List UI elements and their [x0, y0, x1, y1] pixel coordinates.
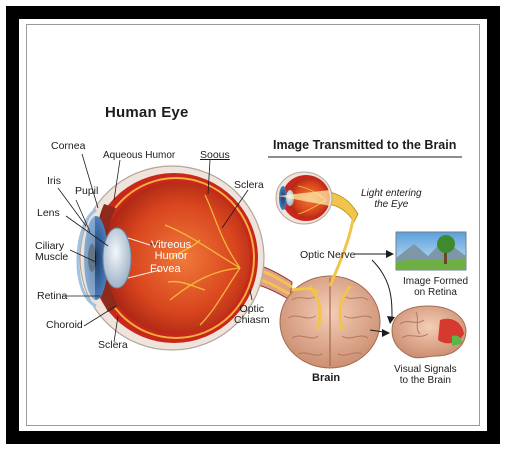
label-aqueous-humor: Aqueous Humor: [103, 150, 176, 161]
lens-body: [102, 227, 132, 289]
label-soous: Soous: [200, 149, 230, 161]
label-lens: Lens: [37, 207, 60, 219]
label-visual-signals: Visual Signals to the Brain: [394, 364, 457, 386]
arrow-heads: [382, 250, 395, 337]
eye-cross-section: [76, 165, 293, 351]
label-sclera-bottom: Sclera: [98, 339, 128, 351]
label-optic-chiasm: Optic Chiasm: [234, 303, 270, 326]
eye-light-rays: [127, 237, 161, 279]
label-optic-nerve: Optic Nerve: [300, 249, 356, 261]
title-human-eye: Human Eye: [105, 104, 189, 121]
label-vitreous-humor: Vitreous Humor: [151, 239, 192, 262]
aqueous-chamber: [82, 214, 95, 302]
brain-illustration: [279, 213, 381, 369]
flow-arrows: [355, 253, 393, 333]
small-eye: [275, 171, 359, 225]
cornea-dome: [76, 208, 97, 308]
title-image-transmitted: Image Transmitted to the Brain: [273, 138, 457, 152]
label-retina: Retina: [37, 290, 68, 302]
label-iris: Iris: [47, 175, 61, 187]
label-fovea: Fovea: [150, 263, 181, 275]
retina-image-landscape: [395, 231, 467, 271]
label-image-formed: Image Formed on Retina: [403, 276, 469, 298]
brain-side-view: [391, 305, 467, 359]
pupil-opening: [88, 244, 96, 272]
retinal-vessels: [164, 194, 241, 326]
label-sclera-top: Sclera: [234, 179, 264, 191]
light-beam: [278, 190, 330, 206]
label-cornea: Cornea: [51, 140, 86, 152]
pointer-lines: [57, 153, 253, 343]
label-choroid: Choroid: [46, 319, 83, 331]
label-light-entering: Light entering the Eye: [361, 188, 422, 210]
vitreous-body: [102, 182, 250, 334]
label-ciliary-muscle: Ciliary Muscle: [35, 240, 69, 263]
label-brain: Brain: [312, 372, 341, 384]
label-pupil: Pupil: [75, 185, 99, 197]
black-border: [6, 6, 500, 444]
